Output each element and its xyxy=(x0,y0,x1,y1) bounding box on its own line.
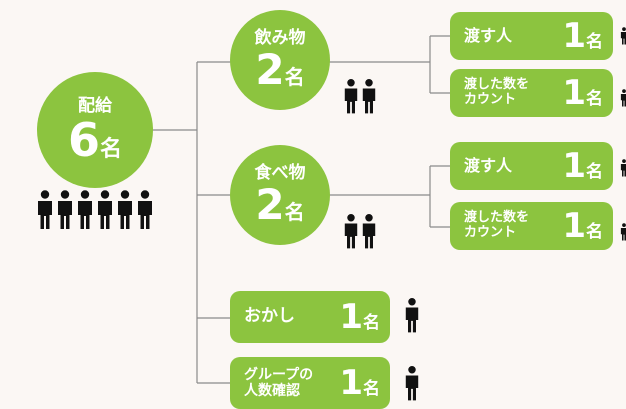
check-label-line1: グループの xyxy=(244,366,314,383)
food-node: 食べ物 2名 xyxy=(230,145,330,245)
food-role-handout: 渡す人 1名 xyxy=(450,142,613,190)
person-icon xyxy=(362,213,376,249)
role-count: 1 xyxy=(562,146,586,186)
person-icon xyxy=(620,89,626,107)
root-people xyxy=(36,190,154,230)
root-count: 6 xyxy=(67,112,100,167)
check-count: 1 xyxy=(339,363,363,403)
root-node: 配給 6名 xyxy=(37,72,153,188)
food-label: 食べ物 xyxy=(254,162,306,183)
role-unit: 名 xyxy=(586,222,603,242)
person-icon xyxy=(38,190,52,229)
drinks-node: 飲み物 2名 xyxy=(230,10,330,110)
food-role-counter: 渡した数をカウント 1名 xyxy=(450,202,613,250)
person-icon xyxy=(58,190,72,229)
drinks-label: 飲み物 xyxy=(254,27,306,48)
person-icon xyxy=(138,190,152,229)
snack-label: おかし xyxy=(244,306,295,327)
role-label-line1: 渡した数を xyxy=(464,77,530,93)
drinks-role-counter: 渡した数をカウント 1名 xyxy=(450,69,613,117)
person-icon xyxy=(98,190,112,229)
drinks-count: 2 xyxy=(255,44,285,94)
role-unit: 名 xyxy=(586,89,603,109)
snack-count: 1 xyxy=(339,297,363,337)
snack-unit: 名 xyxy=(363,313,380,333)
role-count: 1 xyxy=(562,73,586,113)
person-icon xyxy=(344,78,358,114)
root-label: 配給 xyxy=(78,95,112,116)
person-icon xyxy=(405,297,419,333)
root-unit: 名 xyxy=(100,136,123,162)
person-icon xyxy=(620,223,626,241)
food-people xyxy=(343,213,377,250)
role-unit: 名 xyxy=(586,32,603,52)
drinks-unit: 名 xyxy=(284,64,305,89)
food-count: 2 xyxy=(255,179,285,229)
person-icon xyxy=(362,78,376,114)
role-label-line2: カウント xyxy=(464,92,517,107)
snack-node: おかし 1名 xyxy=(230,291,390,343)
check-label-line2: 人数確認 xyxy=(244,383,300,399)
role-count: 1 xyxy=(562,16,586,56)
role-unit: 名 xyxy=(586,162,603,182)
drinks-people xyxy=(343,78,377,115)
role-label-line1: 渡した数を xyxy=(464,210,530,226)
person-icon xyxy=(620,27,626,45)
person-icon xyxy=(78,190,92,229)
person-icon xyxy=(620,159,626,177)
group-check-node: グループの人数確認 1名 xyxy=(230,357,390,409)
person-icon xyxy=(118,190,132,229)
role-count: 1 xyxy=(562,206,586,246)
role-label: 渡す人 xyxy=(464,25,513,45)
person-icon xyxy=(405,365,419,401)
role-label-line2: カウント xyxy=(464,225,517,240)
person-icon xyxy=(344,213,358,249)
role-label: 渡す人 xyxy=(464,155,513,175)
food-unit: 名 xyxy=(284,199,305,224)
check-unit: 名 xyxy=(363,379,380,399)
drinks-role-handout: 渡す人 1名 xyxy=(450,12,613,60)
